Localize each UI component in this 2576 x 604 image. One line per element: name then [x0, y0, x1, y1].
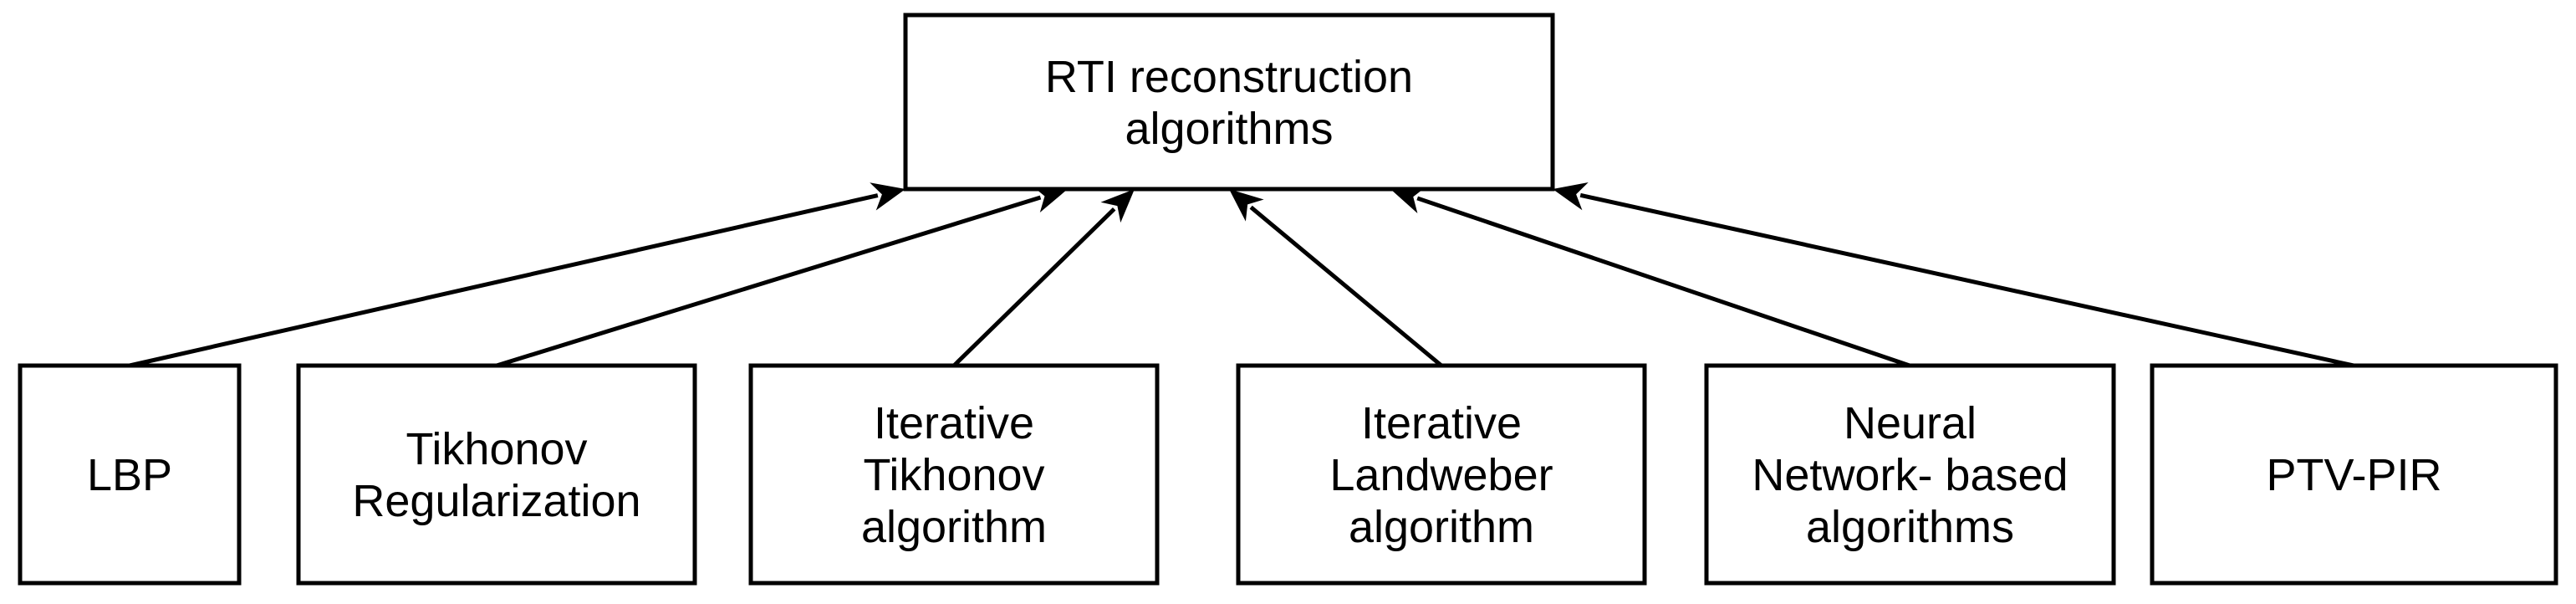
node-neural-label-line: algorithms [1806, 502, 2014, 552]
node-iter-landweber-label-line: Landweber [1329, 450, 1553, 500]
arrowhead-icon [1553, 182, 1589, 211]
node-tikhonov-label-line: Regularization [352, 476, 640, 526]
node-iter-tikhonov-frame [748, 363, 1160, 586]
arrowhead-icon [1100, 189, 1135, 223]
edges [129, 182, 2354, 368]
edge-lbp-to-root [129, 182, 905, 368]
node-neural-label-line: Network- based [1752, 450, 2068, 500]
arrowhead-icon [1229, 189, 1264, 222]
edge-neural-to-root [1390, 186, 1910, 368]
node-ptv-pir: PTV-PIR [2150, 363, 2558, 586]
node-ptv-pir-label-line: PTV-PIR [2266, 450, 2441, 500]
arrowhead-icon [1390, 186, 1427, 213]
node-neural-frame [1704, 363, 2116, 586]
node-iter-landweber-label-line: algorithm [1349, 502, 1534, 552]
edge-iter-landweber-to-root [1229, 189, 1443, 367]
arrowhead-icon [1031, 185, 1068, 213]
node-iter-tikhonov-label-line: algorithm [861, 502, 1047, 552]
node-tikhonov-frame [296, 363, 697, 586]
node-tikhonov-label-line: Tikhonov [406, 424, 587, 474]
node-iter-landweber-frame [1236, 363, 1647, 586]
node-lbp: LBP [18, 363, 242, 586]
edge-line [952, 207, 1116, 367]
edge-line [1579, 192, 2354, 368]
node-lbp-label-line: LBP [87, 450, 172, 500]
edge-iter-tikhonov-to-root [952, 189, 1135, 367]
edge-line [1416, 196, 1910, 368]
arrowhead-icon [870, 182, 905, 211]
edge-line [1249, 205, 1443, 367]
edge-tikhonov-to-root [496, 185, 1068, 368]
node-neural-label-line: Neural [1844, 398, 1977, 448]
node-iter-landweber-label-line: Iterative [1361, 398, 1522, 448]
node-ptv-pir-frame [2150, 363, 2558, 586]
edge-line [496, 195, 1042, 368]
root-node-rti-reconstruction-algorithms-label-line: RTI reconstruction [1045, 52, 1413, 102]
root-node-rti-reconstruction-algorithms-label-line: algorithms [1125, 104, 1333, 154]
node-iter-tikhonov-label-line: Iterative [874, 398, 1034, 448]
nodes: RTI reconstructionalgorithmsLBPTikhonovR… [18, 13, 2558, 586]
node-lbp-frame [18, 363, 242, 586]
root-node-rti-reconstruction-algorithms-frame [903, 13, 1555, 192]
edge-line [129, 193, 879, 368]
node-iter-tikhonov-label-line: Tikhonov [863, 450, 1044, 500]
edge-ptv-pir-to-root [1553, 182, 2354, 368]
